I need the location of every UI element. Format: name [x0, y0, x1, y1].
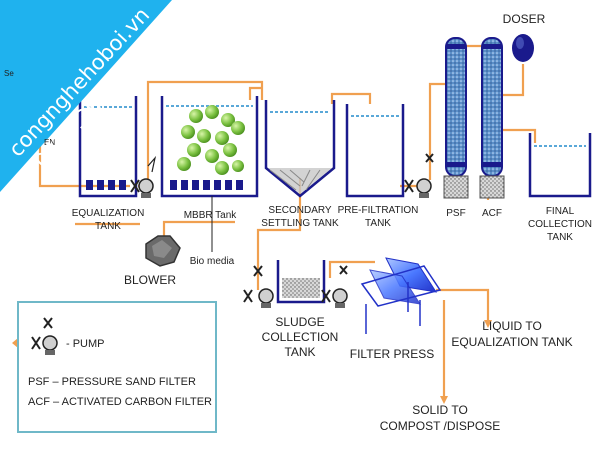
- pipe-mbbr-to-settling: [248, 86, 262, 100]
- label-mbbr: MBBR Tank: [184, 210, 238, 221]
- equalization-tank: [78, 96, 138, 198]
- label-solid-2: COMPOST /DISPOSE: [380, 419, 500, 433]
- label-psf: PSF: [446, 208, 465, 219]
- label-solid-1: SOLID TO: [412, 403, 468, 417]
- label-acf: ACF: [482, 208, 502, 219]
- legend-acf: ACF – ACTIVATED CARBON FILTER: [28, 396, 212, 408]
- pump-prefilt: [404, 153, 434, 198]
- label-sludge-2: COLLECTION: [262, 330, 339, 344]
- label-sludge-1: SLUDGE: [275, 315, 324, 329]
- acf-column: [479, 37, 505, 199]
- label-final-3: TANK: [547, 232, 573, 243]
- pipe-psf-riser: [428, 82, 447, 180]
- arrow-liquid: [484, 320, 492, 328]
- secondary-settling-tank: [264, 100, 336, 198]
- prefiltration-tank: [345, 104, 405, 198]
- label-filter-press: FILTER PRESS: [350, 347, 434, 361]
- label-secondary-2: SETTLING TANK: [261, 218, 339, 229]
- legend-box: - PUMP PSF – PRESSURE SAND FILTER ACF – …: [17, 301, 217, 433]
- diffusers: [170, 180, 243, 190]
- arrow-legend: [12, 338, 18, 348]
- label-final-1: FINAL: [546, 206, 575, 217]
- label-equalization-2: TANK: [95, 221, 121, 232]
- bio-media-balls: [177, 105, 245, 175]
- legend-pump: - PUMP: [66, 338, 105, 350]
- label-blower: BLOWER: [124, 273, 176, 287]
- blower: [145, 235, 181, 267]
- sludge-collection-tank: [276, 260, 326, 304]
- label-secondary-1: SECONDARY: [268, 205, 331, 216]
- pump-eq: [130, 155, 157, 198]
- watermark-partial-1: Se: [4, 69, 14, 78]
- label-prefiltration-1: PRE-FILTRATION: [338, 205, 419, 216]
- filter-press: [360, 257, 442, 334]
- label-biomedia: Bio media: [190, 256, 235, 267]
- arrow-solid: [440, 396, 448, 404]
- pump-press: [321, 265, 348, 308]
- legend-pump-icon: [31, 317, 58, 355]
- final-collection-tank: [528, 133, 592, 198]
- pipe-doser: [502, 64, 525, 97]
- label-prefiltration-2: TANK: [365, 218, 391, 229]
- watermark-banner: Se EN congnghehoboi.vn 0976.389.743: [0, 0, 172, 192]
- mbbr-tank: [160, 96, 259, 198]
- legend-psf: PSF – PRESSURE SAND FILTER: [28, 376, 196, 388]
- diffusers: [86, 180, 126, 190]
- pump-sludge: [243, 265, 274, 308]
- label-liquid-1: LIQUID TO: [482, 319, 542, 333]
- doser-tank: [512, 34, 534, 62]
- arrowheads: [12, 320, 492, 404]
- pipe-acf-to-final: [502, 128, 537, 143]
- psf-column: [443, 37, 469, 199]
- label-sludge-3: TANK: [284, 345, 315, 359]
- pipe-press-liquid: [436, 288, 490, 320]
- pipe-settling-to-prefilt: [330, 92, 372, 104]
- label-liquid-2: EQUALIZATION TANK: [451, 335, 572, 349]
- label-doser: DOSER: [503, 12, 546, 26]
- watermark-partial-2: EN: [44, 138, 55, 147]
- label-final-2: COLLECTION: [528, 219, 592, 230]
- label-equalization-1: EQUALIZATION: [72, 208, 145, 219]
- pipe-sludge-from-settling: [256, 178, 302, 290]
- pipe-sludge-to-press: [328, 260, 375, 278]
